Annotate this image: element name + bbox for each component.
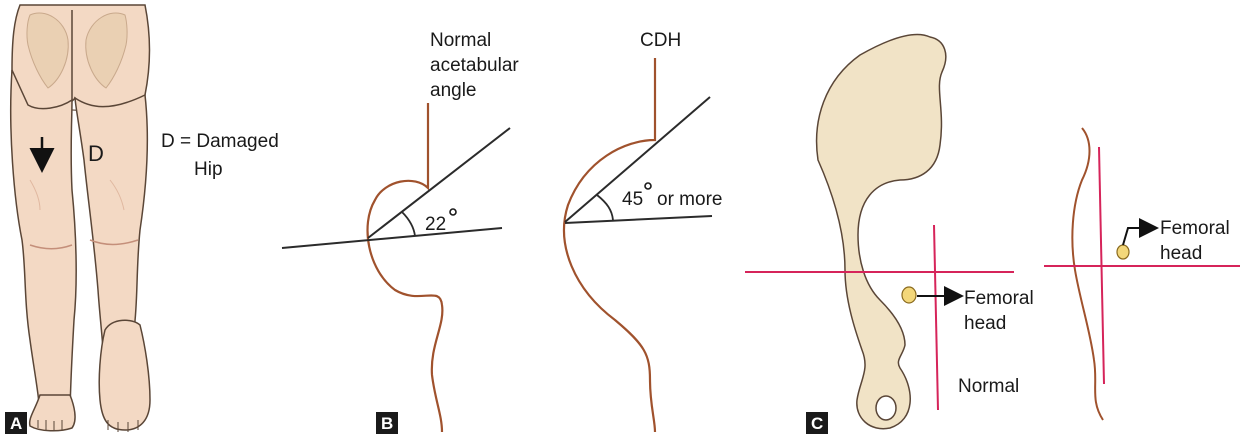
- panel-a: D D = Damaged Hip A: [5, 5, 279, 434]
- left-foot: [30, 395, 75, 431]
- normal-degree-symbol: [450, 209, 456, 215]
- cdh-angle-arc: [597, 195, 613, 220]
- obturator-foramen: [876, 396, 896, 420]
- cdh-label: CDH: [640, 30, 681, 51]
- right-foot: [99, 320, 150, 430]
- normal-angle-arc: [402, 212, 415, 236]
- femoral-head: [902, 287, 916, 303]
- normal-label-line-1: Normal: [430, 30, 491, 51]
- normal-horizontal-line: [282, 228, 502, 248]
- badge-c-label: C: [811, 414, 823, 433]
- femoral-label-line-1: Femoral: [964, 288, 1034, 309]
- damaged-marker: D: [88, 141, 104, 166]
- cdh-horizontal-line: [565, 216, 712, 223]
- pelvis-bone: [817, 34, 946, 428]
- panel-b: Normal acetabular angle 22 CDH 45 or mor…: [282, 30, 722, 434]
- normal-label-line-3: angle: [430, 80, 477, 101]
- badge-b-label: B: [381, 414, 393, 433]
- normal-angle-value: 22: [425, 214, 446, 235]
- perkin-line: [934, 225, 938, 410]
- normal-acetabulum-curve: [368, 103, 443, 432]
- cdh-acetabulum-curve: [564, 58, 655, 432]
- femoral-head-2-pointer: [1123, 228, 1155, 245]
- cdh-degree-symbol: [645, 183, 651, 189]
- legend-line-1: D = Damaged: [161, 131, 279, 152]
- femoral2-label-line-1: Femoral: [1160, 218, 1230, 239]
- side-silhouette: [1072, 128, 1103, 420]
- normal-label-line-2: acetabular: [430, 55, 519, 76]
- cdh-angle-value: 45: [622, 189, 643, 210]
- badge-a-label: A: [10, 414, 22, 433]
- panel-c: Femoral head Normal Femoral head C: [745, 34, 1240, 434]
- femoral-label-line-2: head: [964, 313, 1006, 334]
- left-leg: [11, 70, 76, 420]
- legend-line-2: Hip: [194, 159, 223, 180]
- femoral-head-2: [1117, 245, 1129, 259]
- cdh-angle-suffix: or more: [657, 189, 722, 210]
- femoral2-label-line-2: head: [1160, 243, 1202, 264]
- normal-label: Normal: [958, 376, 1019, 397]
